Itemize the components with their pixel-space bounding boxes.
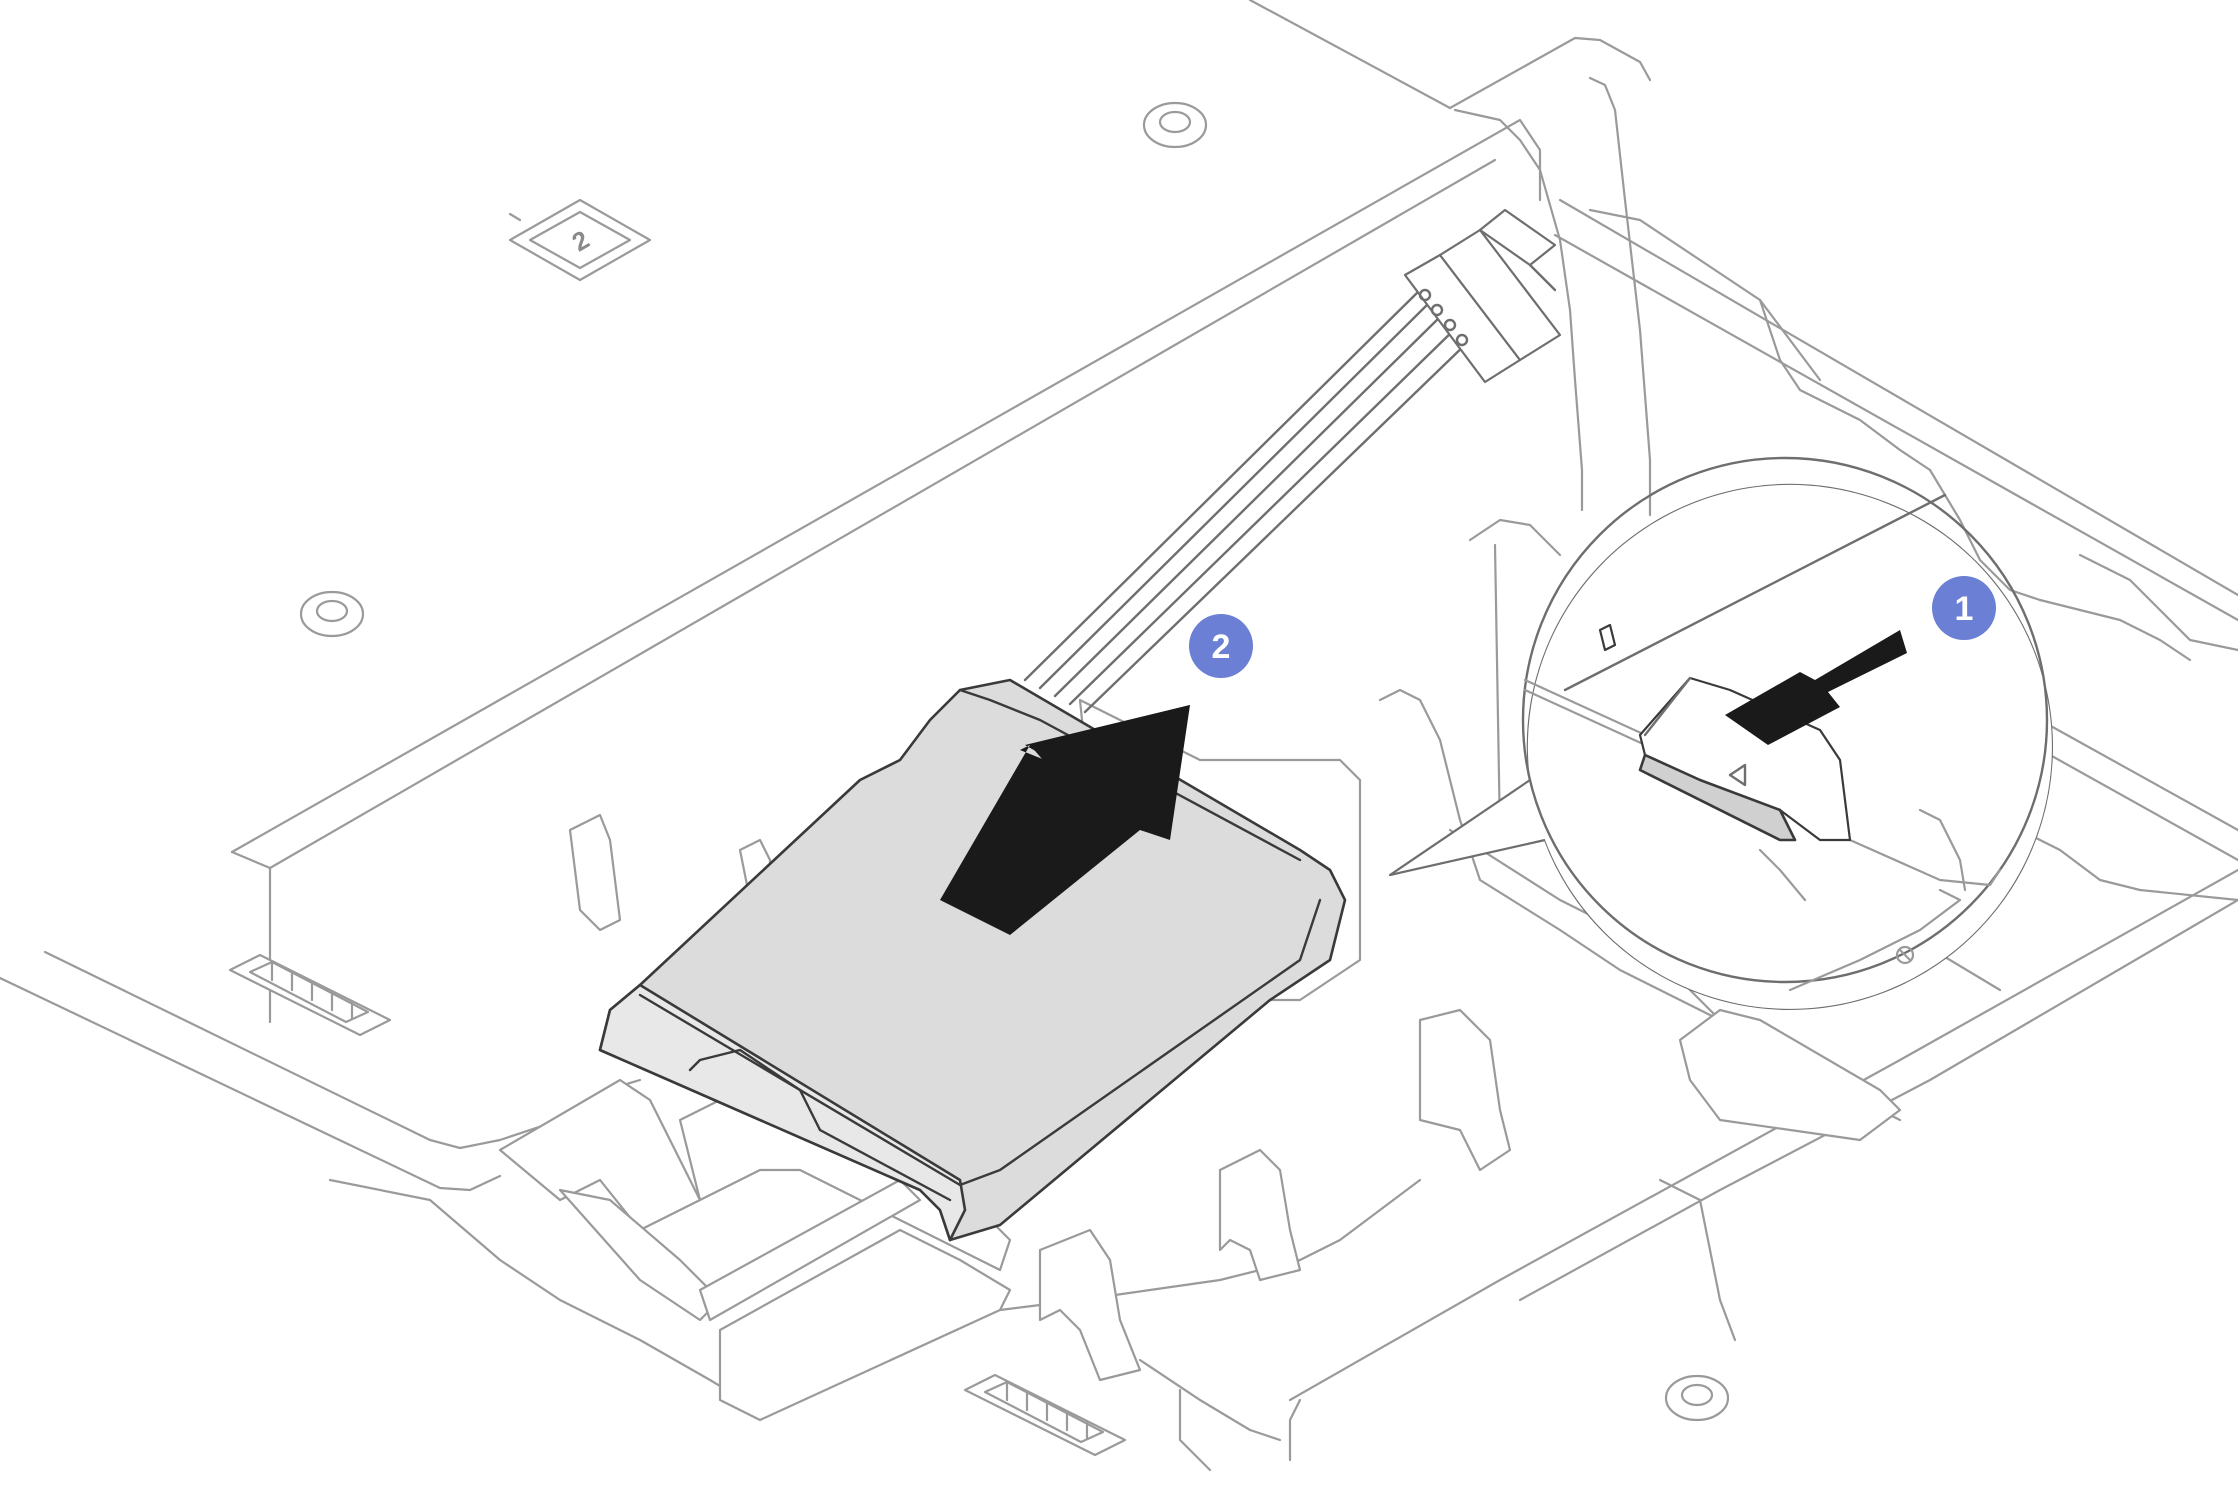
vent-label-left: [228, 953, 392, 1037]
callout-badge-1-label: 1: [1955, 590, 1974, 628]
processor-number-label: 2: [567, 224, 595, 257]
detail-callout: [1388, 456, 2053, 1010]
callout-badge-2-label: 2: [1212, 628, 1231, 666]
callout-badge-1: 1: [1932, 576, 1996, 640]
callout-badge-2: 2: [1189, 614, 1253, 678]
cable-connector: [1403, 208, 1562, 384]
screw-hole: [1142, 101, 1208, 149]
cable-bundle: [1023, 288, 1472, 714]
arrow-release-latch: [1725, 630, 1907, 745]
arrow-remove-battery: [940, 705, 1190, 935]
vent-label-bottom: [963, 1373, 1127, 1457]
air-baffle: [0, 0, 2238, 1472]
screw-hole: [1664, 1374, 1730, 1422]
processor-chip-icon: 2: [508, 198, 652, 282]
screw-hole: [299, 590, 365, 638]
